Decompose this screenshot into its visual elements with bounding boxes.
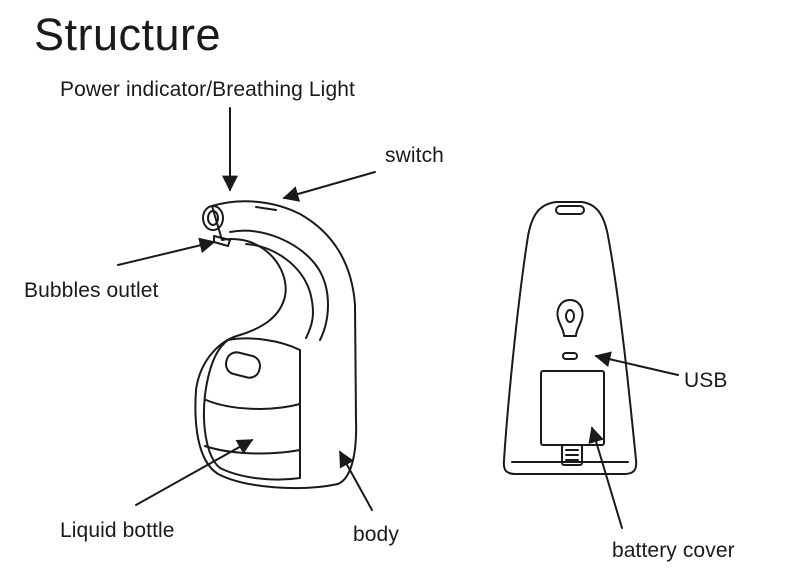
label-battery-cover: battery cover [612, 539, 735, 562]
neck-inner-curve [229, 229, 329, 341]
body-arrow [339, 450, 373, 511]
liquid-bottle-outline [202, 337, 301, 481]
label-power-indicator: Power indicator/Breathing Light [60, 78, 355, 101]
label-bubbles-outlet: Bubbles outlet [24, 279, 159, 302]
callout-lines [117, 107, 679, 529]
dispenser-side-view [194, 200, 358, 490]
usb-arrow [594, 351, 679, 376]
liquid-bottle-arrow [135, 439, 254, 506]
bubbles-outlet-arrow [117, 237, 216, 266]
label-usb: USB [684, 369, 728, 392]
switch-arrow [282, 171, 376, 202]
nozzle-tip [202, 205, 224, 231]
dispenser-back-view [502, 201, 638, 475]
diagram-title: Structure [34, 9, 222, 60]
label-body: body [353, 523, 399, 546]
usb-port [562, 352, 578, 360]
outlet-marker [213, 235, 231, 247]
battery-latch [561, 444, 583, 466]
label-liquid-bottle: Liquid bottle [60, 519, 175, 542]
battery-cover-arrow [588, 426, 623, 529]
bottle-window-pill [224, 351, 262, 379]
top-slot [555, 205, 585, 215]
keyhole-hanger [556, 299, 584, 337]
label-switch: switch [385, 144, 444, 167]
dispenser-body-outline [194, 200, 358, 490]
switch-marker [255, 206, 277, 211]
back-outline [502, 201, 638, 475]
bottle-window [205, 399, 301, 410]
